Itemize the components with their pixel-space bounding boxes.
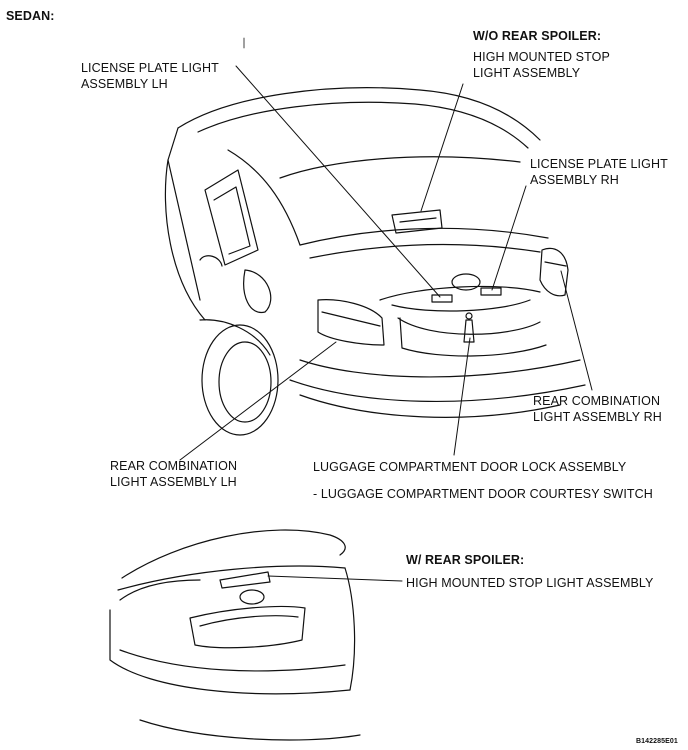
label-lock-assembly: LUGGAGE COMPARTMENT DOOR LOCK ASSEMBLY <box>313 460 627 474</box>
label-rear-combo-rh-line2: LIGHT ASSEMBLY RH <box>533 410 662 424</box>
label-license-lh-line2: ASSEMBLY LH <box>81 77 168 91</box>
leader-stop-light <box>420 83 464 212</box>
figure-code: B142285E01 <box>636 738 678 745</box>
page-title: SEDAN: <box>6 9 55 23</box>
section-heading-without-spoiler: W/O REAR SPOILER: <box>473 29 602 43</box>
label-license-lh-line1: LICENSE PLATE LIGHT <box>81 61 219 75</box>
leader-license-rh <box>491 185 527 291</box>
leader-lines <box>179 37 593 582</box>
label-stop-light-spoiler: HIGH MOUNTED STOP LIGHT ASSEMBLY <box>406 576 654 590</box>
leader-license-lh <box>235 65 441 298</box>
label-license-rh-line1: LICENSE PLATE LIGHT <box>530 157 668 171</box>
leader-rear-combo-lh <box>179 341 337 461</box>
sedan-body <box>164 87 586 436</box>
label-rear-combo-lh-line2: LIGHT ASSEMBLY LH <box>110 475 237 489</box>
spoiler-trunk-illustration <box>109 529 361 741</box>
label-stop-light-line2: LIGHT ASSEMBLY <box>473 66 581 80</box>
label-courtesy-switch: - LUGGAGE COMPARTMENT DOOR COURTESY SWIT… <box>313 487 653 501</box>
section-heading-with-spoiler: W/ REAR SPOILER: <box>406 553 525 567</box>
label-rear-combo-rh-line1: REAR COMBINATION <box>533 394 661 408</box>
leader-lock <box>453 337 471 456</box>
label-rear-combo-lh-line1: REAR COMBINATION <box>110 459 238 473</box>
label-license-rh-line2: ASSEMBLY RH <box>530 173 619 187</box>
leader-rear-combo-rh <box>560 270 593 391</box>
leader-stop-light-spoiler <box>267 575 403 582</box>
label-stop-light-line1: HIGH MOUNTED STOP <box>473 50 610 64</box>
